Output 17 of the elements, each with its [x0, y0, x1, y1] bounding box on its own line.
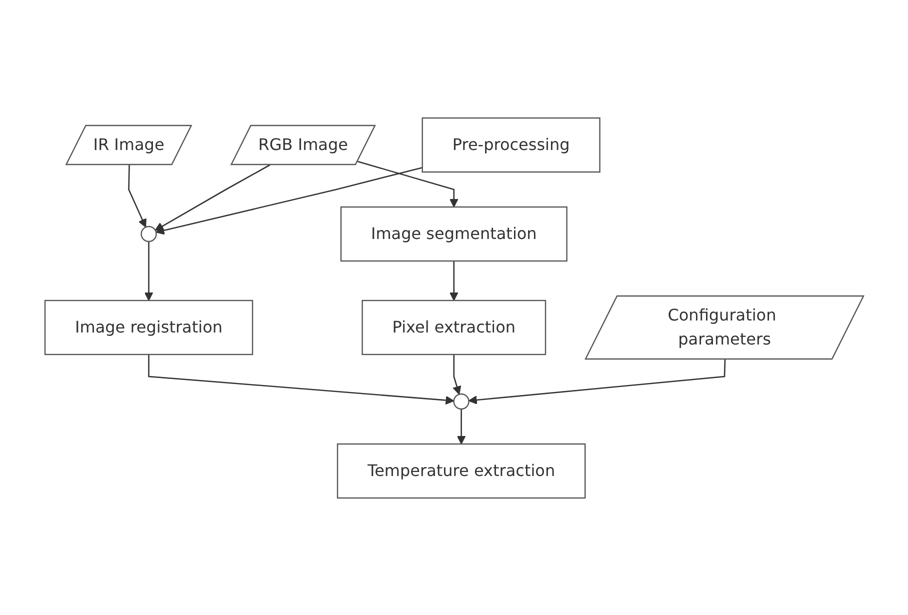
arrow — [128, 164, 146, 228]
node-box: Image registration — [44, 299, 253, 355]
node-circle — [140, 225, 157, 242]
arrow — [155, 166, 422, 234]
arrow — [357, 160, 458, 207]
node-box: Pixel extraction — [361, 299, 546, 355]
arrow — [144, 241, 153, 300]
node-box: Pre-processing — [422, 116, 600, 172]
arrow — [449, 260, 458, 300]
arrow — [468, 358, 726, 404]
arrow — [148, 354, 454, 404]
arrow — [154, 164, 270, 230]
arrow — [456, 408, 466, 444]
arrow — [452, 354, 461, 394]
node-box: Image segmentation — [340, 206, 568, 262]
node-box: Temperature extraction — [336, 442, 586, 498]
node-circle — [452, 392, 470, 410]
